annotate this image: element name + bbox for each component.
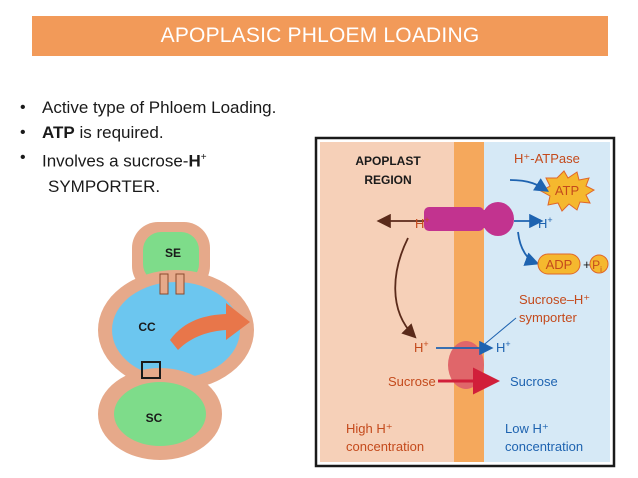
- atpase-label: H⁺-ATPase: [514, 151, 580, 166]
- pi-label: Pi: [592, 258, 602, 274]
- membrane-diagram: APOPLAST REGION H⁺-ATPase ATP H+ H+ ADP …: [314, 136, 616, 468]
- bullet-text: Involves a sucrose-H+: [42, 151, 207, 171]
- h-in-top: H+: [538, 215, 553, 231]
- bullet-text: Active type of Phloem Loading.: [42, 98, 277, 117]
- bullet-icon: •: [20, 99, 26, 116]
- zoom-box: [141, 361, 161, 379]
- low-concentration-label: concentration: [505, 439, 583, 454]
- region-label: REGION: [364, 173, 411, 187]
- h-out-bottom: H+: [414, 339, 429, 355]
- low-h-label: Low H⁺: [505, 421, 549, 436]
- symporter-label: Sucrose–H⁺: [519, 292, 590, 307]
- sucrose-left-label: Sucrose: [388, 374, 436, 389]
- apoplast-label: APOPLAST: [355, 154, 421, 168]
- symporter-label-2: symporter: [519, 310, 577, 325]
- bullet-item: • Active type of Phloem Loading.: [20, 95, 340, 120]
- atp-burst-icon: [539, 170, 596, 212]
- svg-text:+: +: [583, 257, 591, 272]
- bullet-icon: •: [20, 149, 26, 166]
- high-h-label: High H⁺: [346, 421, 393, 436]
- pi-circle: [589, 254, 609, 274]
- sc-label: SC: [146, 411, 163, 425]
- title-bar: APOPLASIC PHLOEM LOADING: [32, 16, 608, 56]
- high-concentration-label: concentration: [346, 439, 424, 454]
- bullet-text: ATP is required.: [42, 123, 164, 142]
- cell-diagram: SE CC SC: [98, 222, 254, 460]
- adp-pill: [537, 253, 581, 275]
- bullet-item: • ATP is required.: [20, 120, 340, 145]
- cc-cell: [112, 282, 240, 378]
- bullet-icon: •: [20, 124, 26, 141]
- bullet-item: • Involves a sucrose-H+: [20, 145, 340, 174]
- plasma-membrane: [454, 142, 484, 462]
- cc-label: CC: [138, 320, 156, 334]
- se-label: SE: [165, 246, 181, 260]
- bullet-continuation: SYMPORTER.: [48, 176, 161, 196]
- sc-cell: [114, 382, 206, 446]
- apoplast-region: [320, 142, 454, 462]
- adp-label: ADP: [546, 257, 573, 272]
- h-out-top: H+: [415, 215, 430, 231]
- bullet-list: • Active type of Phloem Loading. • ATP i…: [20, 95, 340, 199]
- orange-arrow-icon: [170, 303, 250, 350]
- sucrose-right-label: Sucrose: [510, 374, 558, 389]
- se-cell: [143, 232, 199, 282]
- h-in-bottom: H+: [496, 339, 511, 355]
- page-title: APOPLASIC PHLOEM LOADING: [160, 24, 480, 47]
- atp-label: ATP: [555, 183, 579, 198]
- cytoplasm-region: [484, 142, 610, 462]
